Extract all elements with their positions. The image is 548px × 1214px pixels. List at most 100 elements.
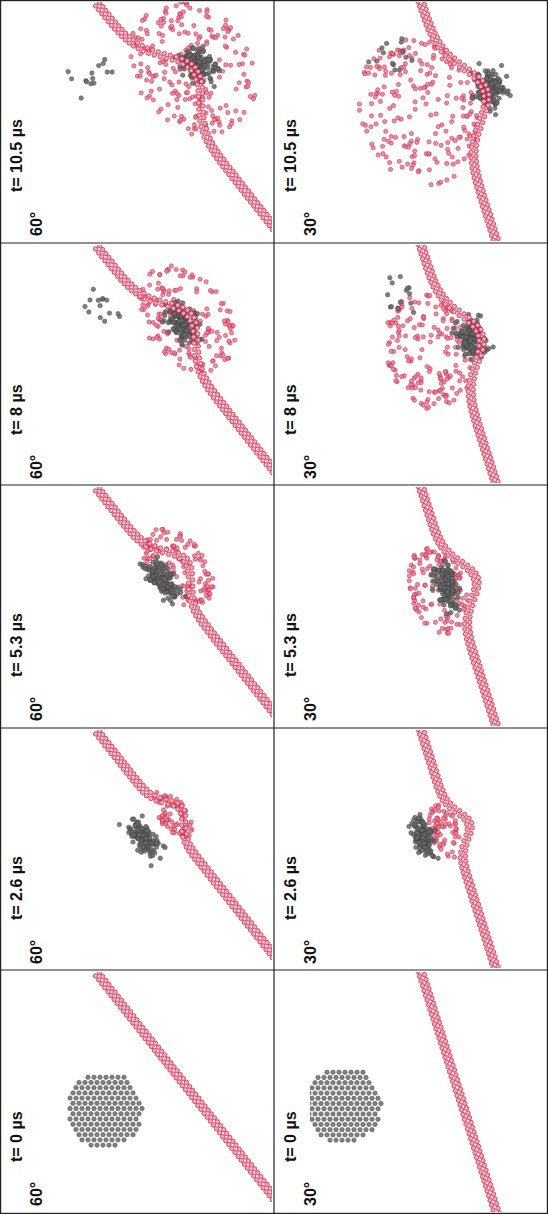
projectile-particle — [461, 323, 465, 327]
plate-debris-particle — [396, 306, 400, 310]
plate-debris-particle — [183, 333, 187, 337]
plate-debris-particle — [182, 584, 186, 588]
plate-debris-particle — [184, 2, 188, 4]
plate-particle — [192, 353, 196, 357]
plate-particle — [119, 271, 123, 275]
plate-particle — [110, 16, 114, 20]
plate-particle — [477, 132, 481, 136]
plate-particle — [470, 139, 474, 143]
plate-particle — [439, 50, 443, 54]
plate-debris-particle — [392, 119, 396, 123]
projectile-particle — [450, 331, 454, 335]
plate-particle — [113, 263, 117, 267]
plate-particle — [202, 371, 206, 375]
plate-debris-particle — [413, 149, 417, 153]
plate-particle — [219, 153, 223, 157]
plate-debris-particle — [162, 77, 166, 81]
plate-debris-particle — [357, 108, 361, 112]
plate-particle — [215, 156, 219, 160]
plate-debris-particle — [204, 280, 208, 284]
projectile-particle — [168, 310, 172, 314]
plate-debris-particle — [425, 400, 429, 404]
plate-debris-particle — [182, 366, 186, 370]
plate-debris-particle — [205, 10, 209, 14]
projectile-particle — [390, 281, 394, 285]
plate-debris-particle — [434, 141, 438, 145]
plate-debris-particle — [389, 364, 393, 368]
plate-particle — [268, 216, 272, 220]
plate-particle — [189, 68, 193, 72]
plate-debris-particle — [253, 93, 257, 97]
projectile-particle — [385, 293, 389, 297]
plate-particle — [472, 134, 476, 138]
plate-debris-particle — [246, 80, 250, 84]
plate-debris-particle — [160, 33, 164, 37]
plate-debris-particle — [418, 356, 422, 360]
plate-debris-particle — [452, 398, 456, 402]
plate-debris-particle — [174, 267, 178, 271]
plate-particle — [481, 105, 485, 109]
plate-particle — [452, 56, 456, 60]
plate-particle — [452, 310, 456, 314]
plate-debris-particle — [437, 331, 441, 335]
plate-debris-particle — [391, 104, 395, 108]
plate-particle — [181, 305, 185, 309]
projectile-particle — [384, 41, 388, 45]
plate-particle — [448, 57, 452, 61]
plate-debris-particle — [175, 91, 179, 95]
plate-debris-particle — [389, 134, 393, 138]
projectile-particle — [461, 347, 465, 351]
plate-debris-particle — [397, 328, 401, 332]
plate-particle — [202, 116, 206, 120]
plate-particle — [419, 9, 423, 13]
projectile-particle — [116, 311, 120, 315]
plate-debris-particle — [140, 307, 144, 311]
plate-debris-particle — [151, 98, 155, 102]
plate-debris-particle — [444, 129, 448, 133]
plate-particle — [256, 201, 260, 205]
plate-particle — [479, 427, 483, 431]
plate-debris-particle — [376, 153, 380, 157]
plate-particle — [206, 144, 210, 148]
projectile-particle — [380, 46, 384, 50]
plate-debris-particle — [218, 106, 222, 110]
plate-debris-particle — [448, 62, 452, 66]
plate-particle — [185, 314, 189, 318]
plate-particle — [483, 457, 487, 461]
plate-particle — [248, 200, 252, 204]
plate-particle — [249, 436, 253, 440]
plate-particle — [200, 85, 204, 89]
plate-particle — [428, 265, 432, 269]
plate-particle — [473, 180, 477, 184]
plate-particle — [240, 424, 244, 428]
plate-debris-particle — [179, 114, 183, 118]
plate-particle — [195, 326, 199, 330]
plate-particle — [198, 374, 202, 378]
plate-particle — [212, 152, 216, 156]
plate-debris-particle — [166, 102, 170, 106]
plate-debris-particle — [407, 115, 411, 119]
projectile-particle — [88, 298, 92, 302]
plate-debris-particle — [400, 165, 404, 169]
projectile-particle — [490, 81, 494, 85]
plate-debris-particle — [226, 110, 230, 114]
plate-debris-particle — [204, 14, 208, 18]
plate-particle — [137, 288, 141, 292]
plate-particle — [490, 217, 494, 221]
plate-particle — [196, 370, 200, 374]
plate-debris-particle — [139, 91, 143, 95]
plate-particle — [470, 367, 474, 371]
plate-debris-particle — [386, 342, 390, 346]
plate-particle — [487, 98, 491, 102]
plate-particle — [123, 38, 127, 42]
plate-debris-particle — [159, 17, 163, 21]
projectile-particle — [182, 333, 186, 337]
plate-particle — [422, 18, 426, 22]
plate-debris-particle — [176, 105, 180, 109]
plate-particle — [468, 404, 472, 408]
plate-debris-particle — [413, 107, 417, 111]
plate-debris-particle — [465, 137, 469, 141]
plate-debris-particle — [198, 277, 202, 281]
plate-particle — [210, 141, 214, 145]
plate-particle — [196, 101, 200, 105]
